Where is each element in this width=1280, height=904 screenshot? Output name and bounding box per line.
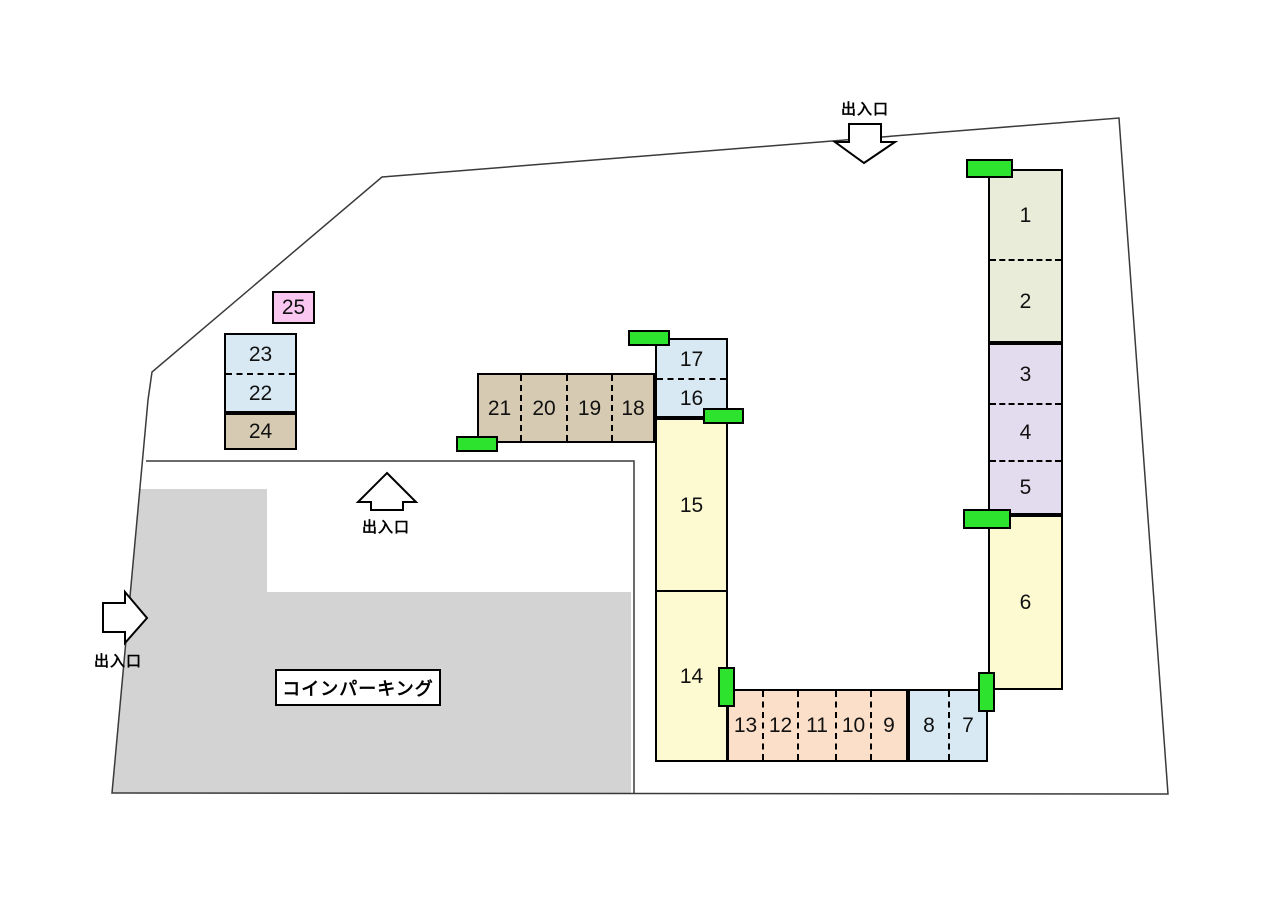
site-boundary bbox=[111, 117, 1169, 795]
entrance-arrow-middle-up bbox=[355, 471, 419, 511]
entrance-arrow-left-right bbox=[102, 589, 149, 646]
entrance-label-middle: 出入口 bbox=[362, 519, 411, 536]
coin-parking-area bbox=[112, 489, 631, 793]
entrance-label-top: 出入口 bbox=[841, 101, 890, 118]
coin-parking-label: コインパーキング bbox=[275, 669, 441, 706]
entrance-label-left: 出入口 bbox=[94, 653, 143, 670]
inner-boundary bbox=[146, 460, 635, 793]
entrance-arrow-top-down bbox=[831, 123, 899, 165]
